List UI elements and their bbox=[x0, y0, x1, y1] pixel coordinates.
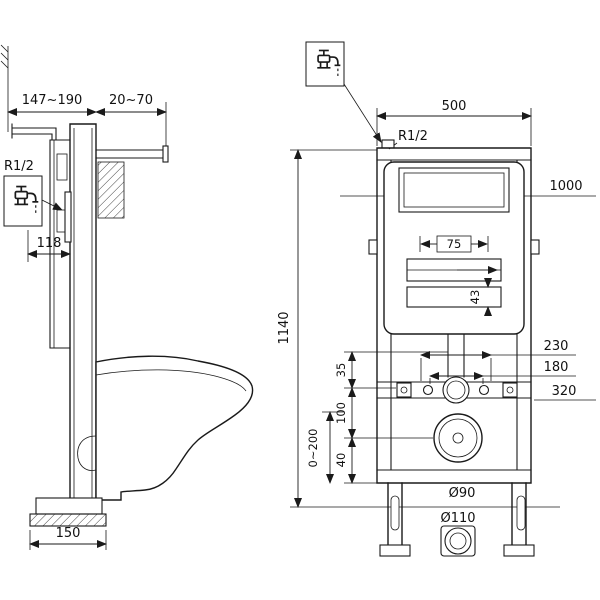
support-legs bbox=[379, 482, 535, 557]
wall-bracket bbox=[95, 145, 169, 219]
dim-feet-adjust: 0~200 bbox=[306, 411, 344, 484]
dim-flush-opening-label: 75 bbox=[447, 237, 462, 251]
leg-slot-left bbox=[390, 495, 400, 531]
valve-module-lower bbox=[406, 286, 502, 308]
dim-wall-offset-label: 20~70 bbox=[109, 93, 153, 108]
front-water-supply: R1/2 bbox=[305, 41, 428, 150]
foot-plate-right bbox=[503, 544, 535, 557]
cistern-front: 75 43 bbox=[383, 161, 525, 335]
dim-vertical-chain: 35 100 40 bbox=[334, 351, 448, 484]
inlet-stub bbox=[381, 139, 395, 149]
flush-pipe bbox=[447, 333, 465, 378]
dim-depth-range-label: 147~190 bbox=[22, 93, 83, 108]
dim-cistern-depth: 118 bbox=[27, 230, 71, 262]
soil-drain: Ø90 bbox=[433, 413, 483, 501]
dim-frame-height: 1140 bbox=[277, 149, 560, 508]
inspection-opening bbox=[398, 167, 510, 213]
dim-outlet-row-height: 320 bbox=[534, 384, 596, 401]
dim-base-depth: 150 bbox=[29, 526, 107, 550]
foot-plate-left bbox=[379, 544, 411, 557]
side-bracket-right bbox=[530, 239, 540, 255]
side-inlet-label: R1/2 bbox=[4, 159, 34, 174]
floor-bracket bbox=[29, 497, 107, 527]
dim-stud-narrow-label: 180 bbox=[544, 360, 569, 375]
floor-outlet-label: Ø110 bbox=[440, 511, 475, 526]
dim-gap-mid-label: 100 bbox=[334, 402, 348, 424]
faucet-box bbox=[305, 41, 345, 87]
fixing-row bbox=[376, 376, 532, 404]
dim-gap-top-label: 35 bbox=[334, 363, 348, 378]
front-view: 1000 500 R1/2 bbox=[305, 41, 596, 557]
drain-diameter-label: Ø90 bbox=[449, 486, 476, 501]
wall-section-hatch bbox=[97, 161, 125, 219]
front-inlet-label: R1/2 bbox=[398, 129, 428, 144]
dim-frame-width: 500 bbox=[376, 99, 532, 146]
supply-pipe bbox=[11, 123, 57, 141]
dim-valve-height: 43 bbox=[468, 278, 495, 316]
dim-outlet-row-label: 320 bbox=[552, 384, 577, 399]
wall-anchor-hatch-icon bbox=[0, 44, 9, 132]
dim-stud-wide-label: 230 bbox=[544, 339, 569, 354]
dim-flush-opening: 75 bbox=[419, 235, 489, 253]
dim-depth-range: 147~190 bbox=[7, 93, 97, 116]
toilet-bowl-profile bbox=[77, 355, 254, 501]
dim-cistern-depth-label: 118 bbox=[37, 236, 62, 251]
side-view: 147~190 20~70 R1/2 bbox=[0, 44, 254, 550]
dim-frame-width-label: 500 bbox=[442, 99, 467, 114]
side-water-inlet: R1/2 bbox=[3, 159, 63, 227]
floor-outlet-elbow: Ø110 bbox=[440, 511, 476, 557]
dim-base-depth-label: 150 bbox=[56, 526, 81, 541]
dim-frame-height-label: 1140 bbox=[277, 311, 292, 344]
frame-side-profile bbox=[69, 123, 97, 506]
dim-wall-offset: 20~70 bbox=[95, 93, 167, 150]
dim-inlet-height-label: 1000 bbox=[549, 179, 582, 194]
fixing-stud-left bbox=[422, 384, 434, 396]
dim-stud-spacing-wide: 230 bbox=[420, 339, 576, 381]
dim-feet-adjust-label: 0~200 bbox=[306, 429, 320, 468]
cistern-side bbox=[49, 139, 72, 349]
fixing-stud-right bbox=[478, 384, 490, 396]
dim-stud-spacing-narrow: 180 bbox=[429, 360, 576, 384]
leg-slot-right bbox=[516, 495, 526, 531]
flush-plate-side bbox=[64, 191, 72, 243]
dim-valve-height-label: 43 bbox=[468, 290, 482, 305]
dim-gap-bottom-label: 40 bbox=[334, 453, 348, 468]
side-bracket-left bbox=[368, 239, 378, 255]
